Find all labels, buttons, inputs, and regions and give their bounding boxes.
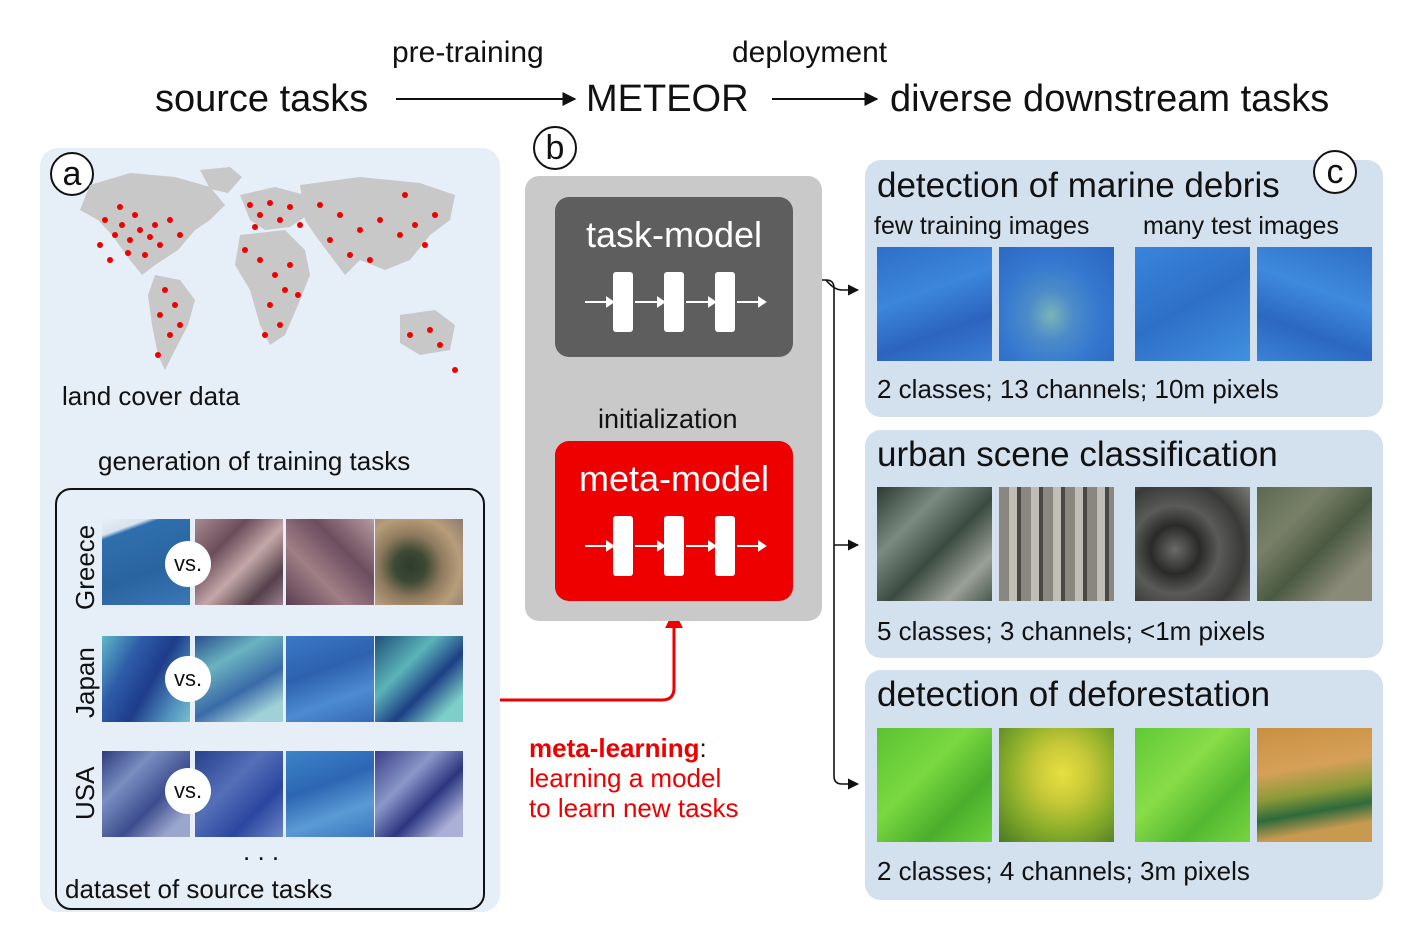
deployment-label: deployment <box>732 36 888 69</box>
few-training-label: few training images <box>874 212 1090 240</box>
task-title-urban-scene: urban scene classification <box>877 435 1278 474</box>
deforest-train-image-1 <box>877 728 992 842</box>
generation-label: generation of training tasks <box>98 446 411 476</box>
greece-image-4 <box>375 519 463 605</box>
meta-model-layers <box>585 516 767 576</box>
marine-train-image-1 <box>877 247 992 361</box>
pretraining-label: pre-training <box>392 36 544 69</box>
land-cover-label: land cover data <box>62 381 240 411</box>
greece-image-3 <box>286 519 374 605</box>
dataset-label: dataset of source tasks <box>65 874 333 904</box>
marine-test-image-2 <box>1257 247 1372 361</box>
usa-image-3 <box>286 751 374 837</box>
meta-learning-line1: meta-learning: <box>529 735 707 761</box>
marine-train-image-2 <box>999 247 1114 361</box>
panel-b-badge: b <box>533 126 577 170</box>
meta-learning-line3: to learn new tasks <box>529 793 739 823</box>
panel-c-badge: c <box>1313 150 1357 194</box>
africa <box>235 230 310 345</box>
task-caption-marine-debris: 2 classes; 13 channels; 10m pixels <box>877 374 1279 404</box>
vs-greece: vs. <box>165 541 211 587</box>
deforest-test-image-1 <box>1135 728 1250 842</box>
task-caption-urban-scene: 5 classes; 3 channels; <1m pixels <box>877 616 1266 646</box>
more-ellipsis: . . . <box>243 836 280 866</box>
land-cover-points <box>97 192 458 373</box>
many-test-label: many test images <box>1143 212 1339 240</box>
usa-image-4 <box>375 751 463 837</box>
australia <box>400 310 455 355</box>
country-japan: Japan <box>70 647 100 718</box>
country-usa: USA <box>70 766 100 820</box>
urban-test-image-2 <box>1257 487 1372 601</box>
asia <box>300 177 455 275</box>
meteor-label: METEOR <box>586 78 749 120</box>
meta-learning-bold: meta-learning <box>529 733 700 763</box>
urban-train-image-2 <box>999 487 1114 601</box>
japan-image-4 <box>375 636 463 722</box>
meta-learning-colon: : <box>699 733 707 763</box>
task-model-label: task-model <box>585 214 763 255</box>
panel-a-badge: a <box>50 152 94 196</box>
vs-japan: vs. <box>165 656 211 702</box>
greenland <box>200 167 242 193</box>
country-greece: Greece <box>70 524 100 610</box>
deforest-train-image-2 <box>999 728 1114 842</box>
meta-model-box: meta-model <box>555 441 793 601</box>
task-model-layers <box>585 272 767 332</box>
urban-test-image-1 <box>1135 487 1250 601</box>
urban-train-image-1 <box>877 487 992 601</box>
world-map <box>80 167 458 373</box>
source-tasks-label: source tasks <box>155 78 369 120</box>
europe <box>240 187 308 230</box>
continents <box>80 167 455 370</box>
japan-image-3 <box>286 636 374 722</box>
marine-test-image-1 <box>1135 247 1250 361</box>
task-title-marine-debris: detection of marine debris <box>877 166 1280 205</box>
meta-model-label: meta-model <box>578 458 770 499</box>
task-title-deforestation: detection of deforestation <box>877 675 1271 714</box>
deploy-fanout-arrow <box>793 279 860 790</box>
deforest-test-image-2 <box>1257 728 1372 842</box>
task-model-box: task-model <box>555 197 793 357</box>
task-caption-deforestation: 2 classes; 4 channels; 3m pixels <box>877 856 1250 886</box>
downstream-tasks-label: diverse downstream tasks <box>890 78 1330 120</box>
south-america <box>148 275 195 370</box>
meta-learning-arrow <box>486 610 683 702</box>
meta-learning-line2: learning a model <box>529 763 722 793</box>
vs-usa: vs. <box>165 768 211 814</box>
initialization-label: initialization <box>598 404 738 434</box>
deploy-arrow-marine <box>825 279 860 296</box>
